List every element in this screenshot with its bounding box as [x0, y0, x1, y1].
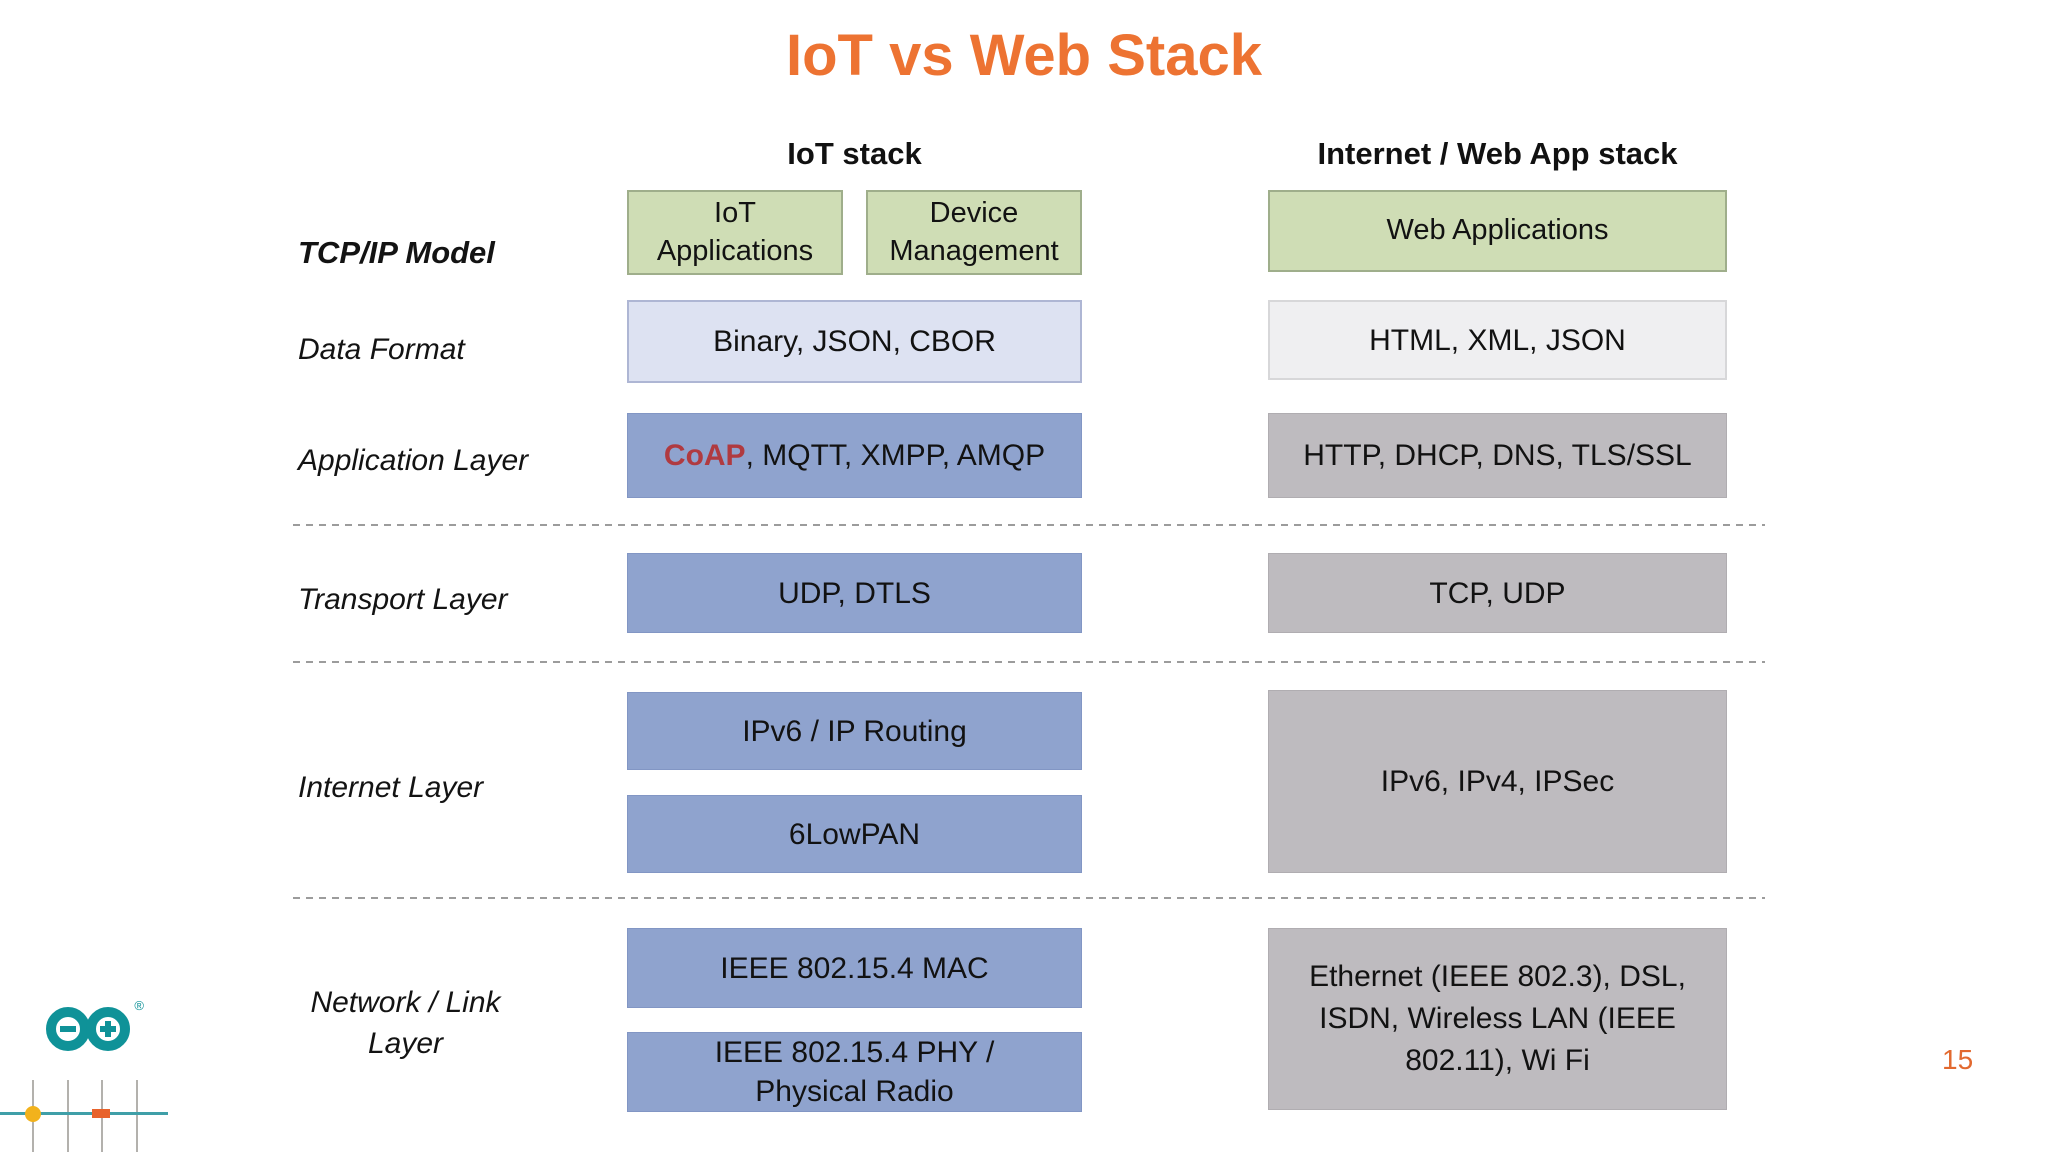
box-tcp-udp: TCP, UDP — [1268, 553, 1727, 633]
circuit-vertical-line — [67, 1080, 69, 1152]
page-number: 15 — [1942, 1044, 1974, 1075]
box-device-management: Device Management — [866, 190, 1082, 275]
arduino-minus-loop — [46, 1007, 90, 1051]
label-network-link-line1: Network / Link — [310, 986, 501, 1019]
label-tcpip-model: TCP/IP Model — [298, 235, 495, 270]
box-ipv6-ip-routing: IPv6 / IP Routing — [627, 692, 1082, 770]
layer-divider-application-transport — [293, 524, 1765, 526]
arduino-plus-loop — [86, 1007, 130, 1051]
box-iot-applications: IoT Applications — [627, 190, 843, 275]
box-binary-json-cbor: Binary, JSON, CBOR — [627, 300, 1082, 383]
circuit-node-dot — [25, 1106, 41, 1122]
label-network-link-layer: Network / Link Layer — [298, 983, 513, 1064]
box-http-dhcp-dns-tls: HTTP, DHCP, DNS, TLS/SSL — [1268, 413, 1727, 498]
box-udp-dtls: UDP, DTLS — [627, 553, 1082, 633]
box-html-xml-json: HTML, XML, JSON — [1268, 300, 1727, 380]
box-ieee-802154-phy: IEEE 802.15.4 PHY / Physical Radio — [627, 1032, 1082, 1112]
slide-title: IoT vs Web Stack — [786, 23, 1262, 88]
coap-highlight: CoAP — [663, 439, 746, 472]
iot-stack-header: IoT stack — [787, 136, 922, 171]
arduino-logo: ® — [46, 998, 144, 1054]
minus-icon — [60, 1026, 76, 1032]
circuit-vertical-line — [136, 1080, 138, 1152]
box-coap-mqtt-xmpp-amqp: CoAP, MQTT, XMPP, AMQP — [627, 413, 1082, 498]
box-ieee-802154-mac: IEEE 802.15.4 MAC — [627, 928, 1082, 1008]
registered-trademark-icon: ® — [134, 998, 144, 1013]
label-data-format: Data Format — [298, 333, 465, 366]
circuit-horizontal-line — [0, 1112, 168, 1115]
box-6lowpan: 6LowPAN — [627, 795, 1082, 873]
label-transport-layer: Transport Layer — [298, 583, 508, 616]
label-application-layer: Application Layer — [298, 444, 529, 477]
box-ethernet-dsl-isdn-wifi: Ethernet (IEEE 802.3), DSL, ISDN, Wirele… — [1268, 928, 1727, 1110]
circuit-node-resistor — [92, 1109, 110, 1118]
layer-divider-internet-link — [293, 897, 1765, 899]
box-ipv6-ipv4-ipsec: IPv6, IPv4, IPSec — [1268, 690, 1727, 873]
label-network-link-line2: Layer — [367, 1026, 444, 1060]
label-internet-layer: Internet Layer — [298, 771, 484, 804]
box-web-applications: Web Applications — [1268, 190, 1727, 272]
layer-divider-transport-internet — [293, 661, 1765, 663]
plus-icon — [105, 1021, 111, 1037]
coap-rest: , MQTT, XMPP, AMQP — [745, 439, 1046, 472]
web-stack-header: Internet / Web App stack — [1317, 136, 1678, 171]
